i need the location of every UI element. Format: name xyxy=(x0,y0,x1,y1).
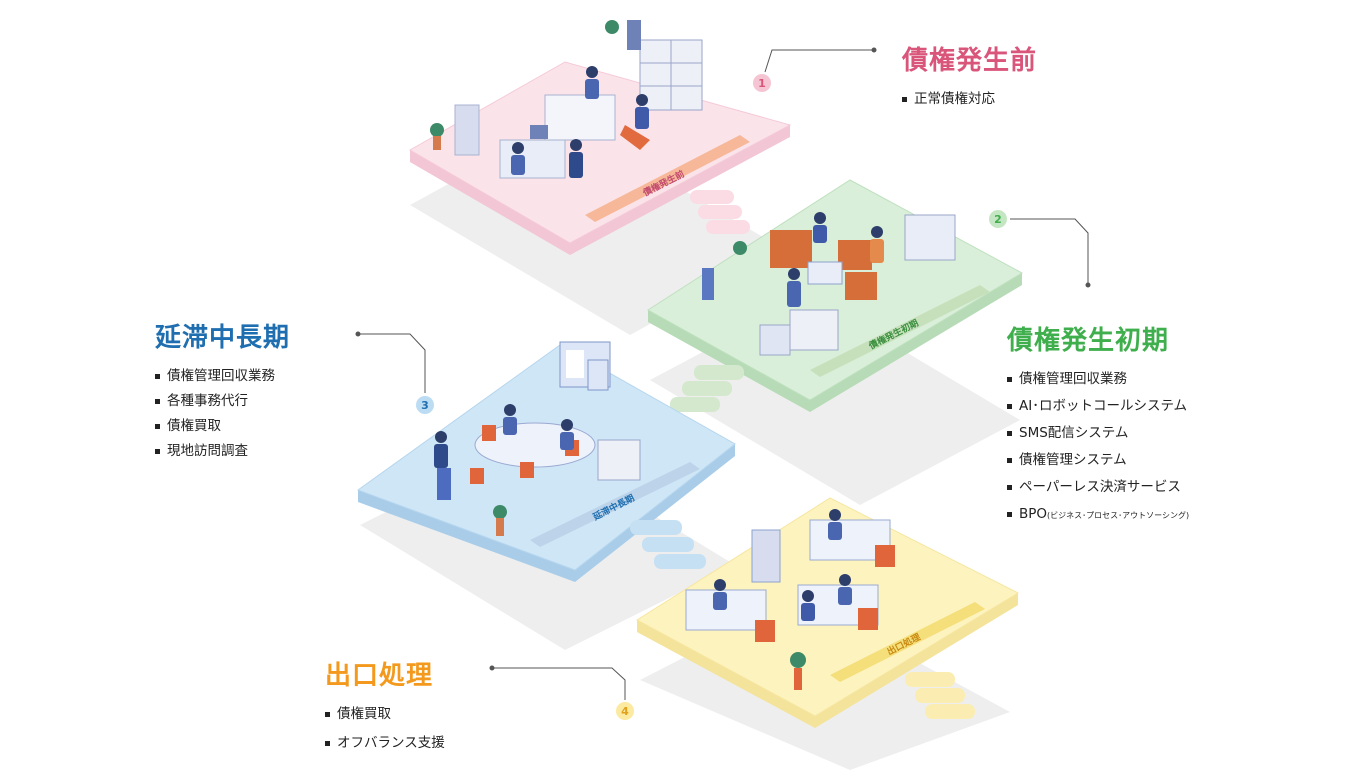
stage-3-item: 各種事務代行 xyxy=(155,393,290,410)
stage-3-people xyxy=(434,404,574,468)
stage-2-to-3-steps xyxy=(670,365,744,412)
stage-2-label: 債権発生初期 債権管理回収業務 AI･ロボットコールシステム SMS配信システム… xyxy=(1007,320,1189,534)
stage-1-people xyxy=(511,66,650,178)
stage-1-title: 債権発生前 xyxy=(902,46,1038,76)
stage-1-number: 1 xyxy=(758,77,766,90)
stage-1-marker: 1 xyxy=(753,74,771,92)
stage-2-item: 債権管理システム xyxy=(1007,452,1189,469)
stage-1-nameplate-shape xyxy=(585,135,750,222)
stage-4-marker: 4 xyxy=(616,702,634,720)
stage-1-leader-dot xyxy=(871,47,877,53)
stage-2-items: 債権管理回収業務 AI･ロボットコールシステム SMS配信システム 債権管理シス… xyxy=(1007,371,1189,524)
stage-4-platform-group xyxy=(636,497,1020,770)
stage-4-exit-steps xyxy=(905,672,975,719)
stage-4-title: 出口処理 xyxy=(325,661,434,691)
stage-3-leader-line xyxy=(358,333,426,393)
stage-3-platform-edge xyxy=(358,444,735,582)
stage-4-item: 債権買取 xyxy=(325,706,445,723)
stage-3-item: 債権管理回収業務 xyxy=(155,368,290,385)
stage-1-leader-line xyxy=(764,49,874,73)
stage-4-label: 出口処理 債権買取 オフバランス支援 xyxy=(325,655,445,764)
stage-4-nameplate-shape xyxy=(830,602,985,682)
stage-2-item-bpo: BPO(ビジネス･プロセス･アウトソーシング) xyxy=(1007,506,1189,524)
stage-3-label: 延滞中長期 債権管理回収業務 各種事務代行 債権買取 現地訪問調査 xyxy=(155,317,290,468)
stage-2-leader-line xyxy=(1010,218,1089,285)
stage-3-leader-dot xyxy=(355,331,361,337)
stage-4-leader-line xyxy=(492,667,626,700)
stage-2-number: 2 xyxy=(994,213,1002,226)
bpo-sub: (ビジネス･プロセス･アウトソーシング) xyxy=(1047,511,1190,520)
stage-3-number: 3 xyxy=(421,399,429,412)
bpo-main: BPO xyxy=(1019,506,1048,522)
stage-2-marker: 2 xyxy=(989,210,1007,228)
stage-2-nameplate-shape xyxy=(810,285,990,377)
stage-3-to-4-steps xyxy=(630,520,706,569)
stage-3-marker: 3 xyxy=(416,396,434,414)
stage-4-leader-dot xyxy=(489,665,495,671)
stage-1-platform-edge xyxy=(410,125,790,255)
stage-2-item: ペーパーレス決済サービス xyxy=(1007,479,1189,496)
stage-2-leader-dot xyxy=(1085,282,1091,288)
stage-1-to-2-steps xyxy=(690,190,750,234)
stage-1-label: 債権発生前 正常債権対応 xyxy=(902,40,1037,116)
stage-4-item: オフバランス支援 xyxy=(325,735,445,752)
stage-4-number: 4 xyxy=(621,705,629,718)
stage-2-platform-group xyxy=(647,179,1024,505)
stage-2-item: SMS配信システム xyxy=(1007,425,1189,442)
stage-2-people xyxy=(787,212,884,307)
stage-4-items: 債権買取 オフバランス支援 xyxy=(325,706,445,752)
leader-lines xyxy=(355,47,1091,700)
stage-1-platform-group xyxy=(408,20,792,335)
stage-2-title: 債権発生初期 xyxy=(1007,326,1170,356)
stage-2-item: 債権管理回収業務 xyxy=(1007,371,1189,388)
stage-3-title: 延滞中長期 xyxy=(155,323,291,353)
stage-2-office-furniture xyxy=(702,214,956,356)
stage-1-office-furniture xyxy=(430,20,703,179)
stage-3-items: 債権管理回収業務 各種事務代行 債権買取 現地訪問調査 xyxy=(155,368,290,460)
stage-3-platform-group xyxy=(356,341,736,650)
stage-1-item: 正常債権対応 xyxy=(902,91,1037,108)
stage-2-item: AI･ロボットコールシステム xyxy=(1007,398,1189,415)
stage-3-item: 現地訪問調査 xyxy=(155,443,290,460)
stage-3-nameplate-shape xyxy=(530,462,700,547)
stage-3-item: 債権買取 xyxy=(155,418,290,435)
stage-4-people xyxy=(713,509,852,621)
stage-1-items: 正常債権対応 xyxy=(902,91,1037,108)
